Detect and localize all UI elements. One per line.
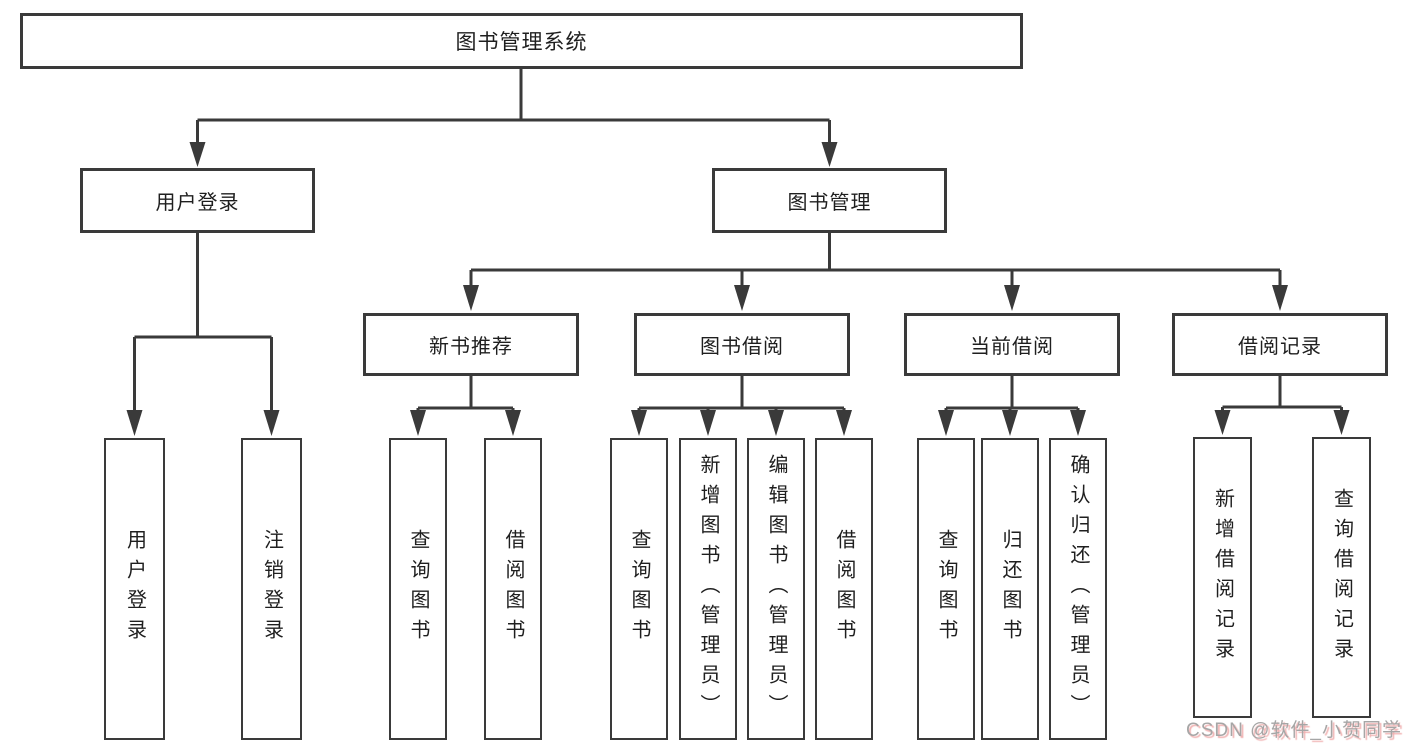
arrowhead bbox=[821, 142, 838, 167]
leaf-return-books: 归还图书 bbox=[981, 438, 1039, 740]
node-new-book-recommend: 新书推荐 bbox=[363, 313, 579, 376]
leaf-borrow-books: 借阅图书 bbox=[815, 438, 873, 740]
arrowhead bbox=[734, 285, 750, 311]
arrowhead bbox=[1002, 410, 1018, 436]
leaf-confirm-return-admin: 确认归还（管理员） bbox=[1049, 438, 1107, 740]
leaf-add-book-admin: 新增图书（管理员） bbox=[679, 438, 737, 740]
leaf-edit-book-admin: 编辑图书（管理员） bbox=[747, 438, 805, 740]
node-book-management: 图书管理 bbox=[712, 168, 947, 233]
arrowhead bbox=[1070, 410, 1086, 436]
arrowhead bbox=[768, 410, 784, 436]
csdn-watermark: CSDN @软件_小贺同学 bbox=[1186, 720, 1402, 741]
arrowhead bbox=[1333, 410, 1350, 435]
tree-edges bbox=[133, 69, 1343, 420]
arrowhead bbox=[189, 142, 206, 167]
leaf-query-books-recommend: 查询图书 bbox=[389, 438, 447, 740]
node-library-system: 图书管理系统 bbox=[20, 13, 1023, 69]
arrowhead bbox=[463, 285, 479, 311]
node-borrow-records: 借阅记录 bbox=[1172, 313, 1388, 376]
leaf-user-login: 用户登录 bbox=[104, 438, 165, 740]
arrowhead bbox=[700, 410, 716, 436]
arrowheads bbox=[126, 142, 1350, 436]
arrowhead bbox=[836, 410, 852, 436]
leaf-logout: 注销登录 bbox=[241, 438, 302, 740]
arrowhead bbox=[263, 410, 280, 436]
arrowhead bbox=[410, 410, 426, 436]
leaf-query-borrow-record: 查询借阅记录 bbox=[1312, 437, 1371, 718]
node-current-borrowing: 当前借阅 bbox=[904, 313, 1120, 376]
leaf-borrow-books-recommend: 借阅图书 bbox=[484, 438, 542, 740]
arrowhead bbox=[938, 410, 954, 436]
arrowhead bbox=[1214, 410, 1231, 435]
node-book-borrowing: 图书借阅 bbox=[634, 313, 850, 376]
arrowhead bbox=[505, 410, 521, 436]
leaf-add-borrow-record: 新增借阅记录 bbox=[1193, 437, 1252, 718]
arrowhead bbox=[126, 410, 143, 436]
node-user-login: 用户登录 bbox=[80, 168, 315, 233]
arrowhead bbox=[1004, 285, 1020, 311]
leaf-query-books-borrowing: 查询图书 bbox=[610, 438, 668, 740]
leaf-query-books-current: 查询图书 bbox=[917, 438, 975, 740]
arrowhead bbox=[1272, 285, 1288, 311]
arrowhead bbox=[631, 410, 647, 436]
